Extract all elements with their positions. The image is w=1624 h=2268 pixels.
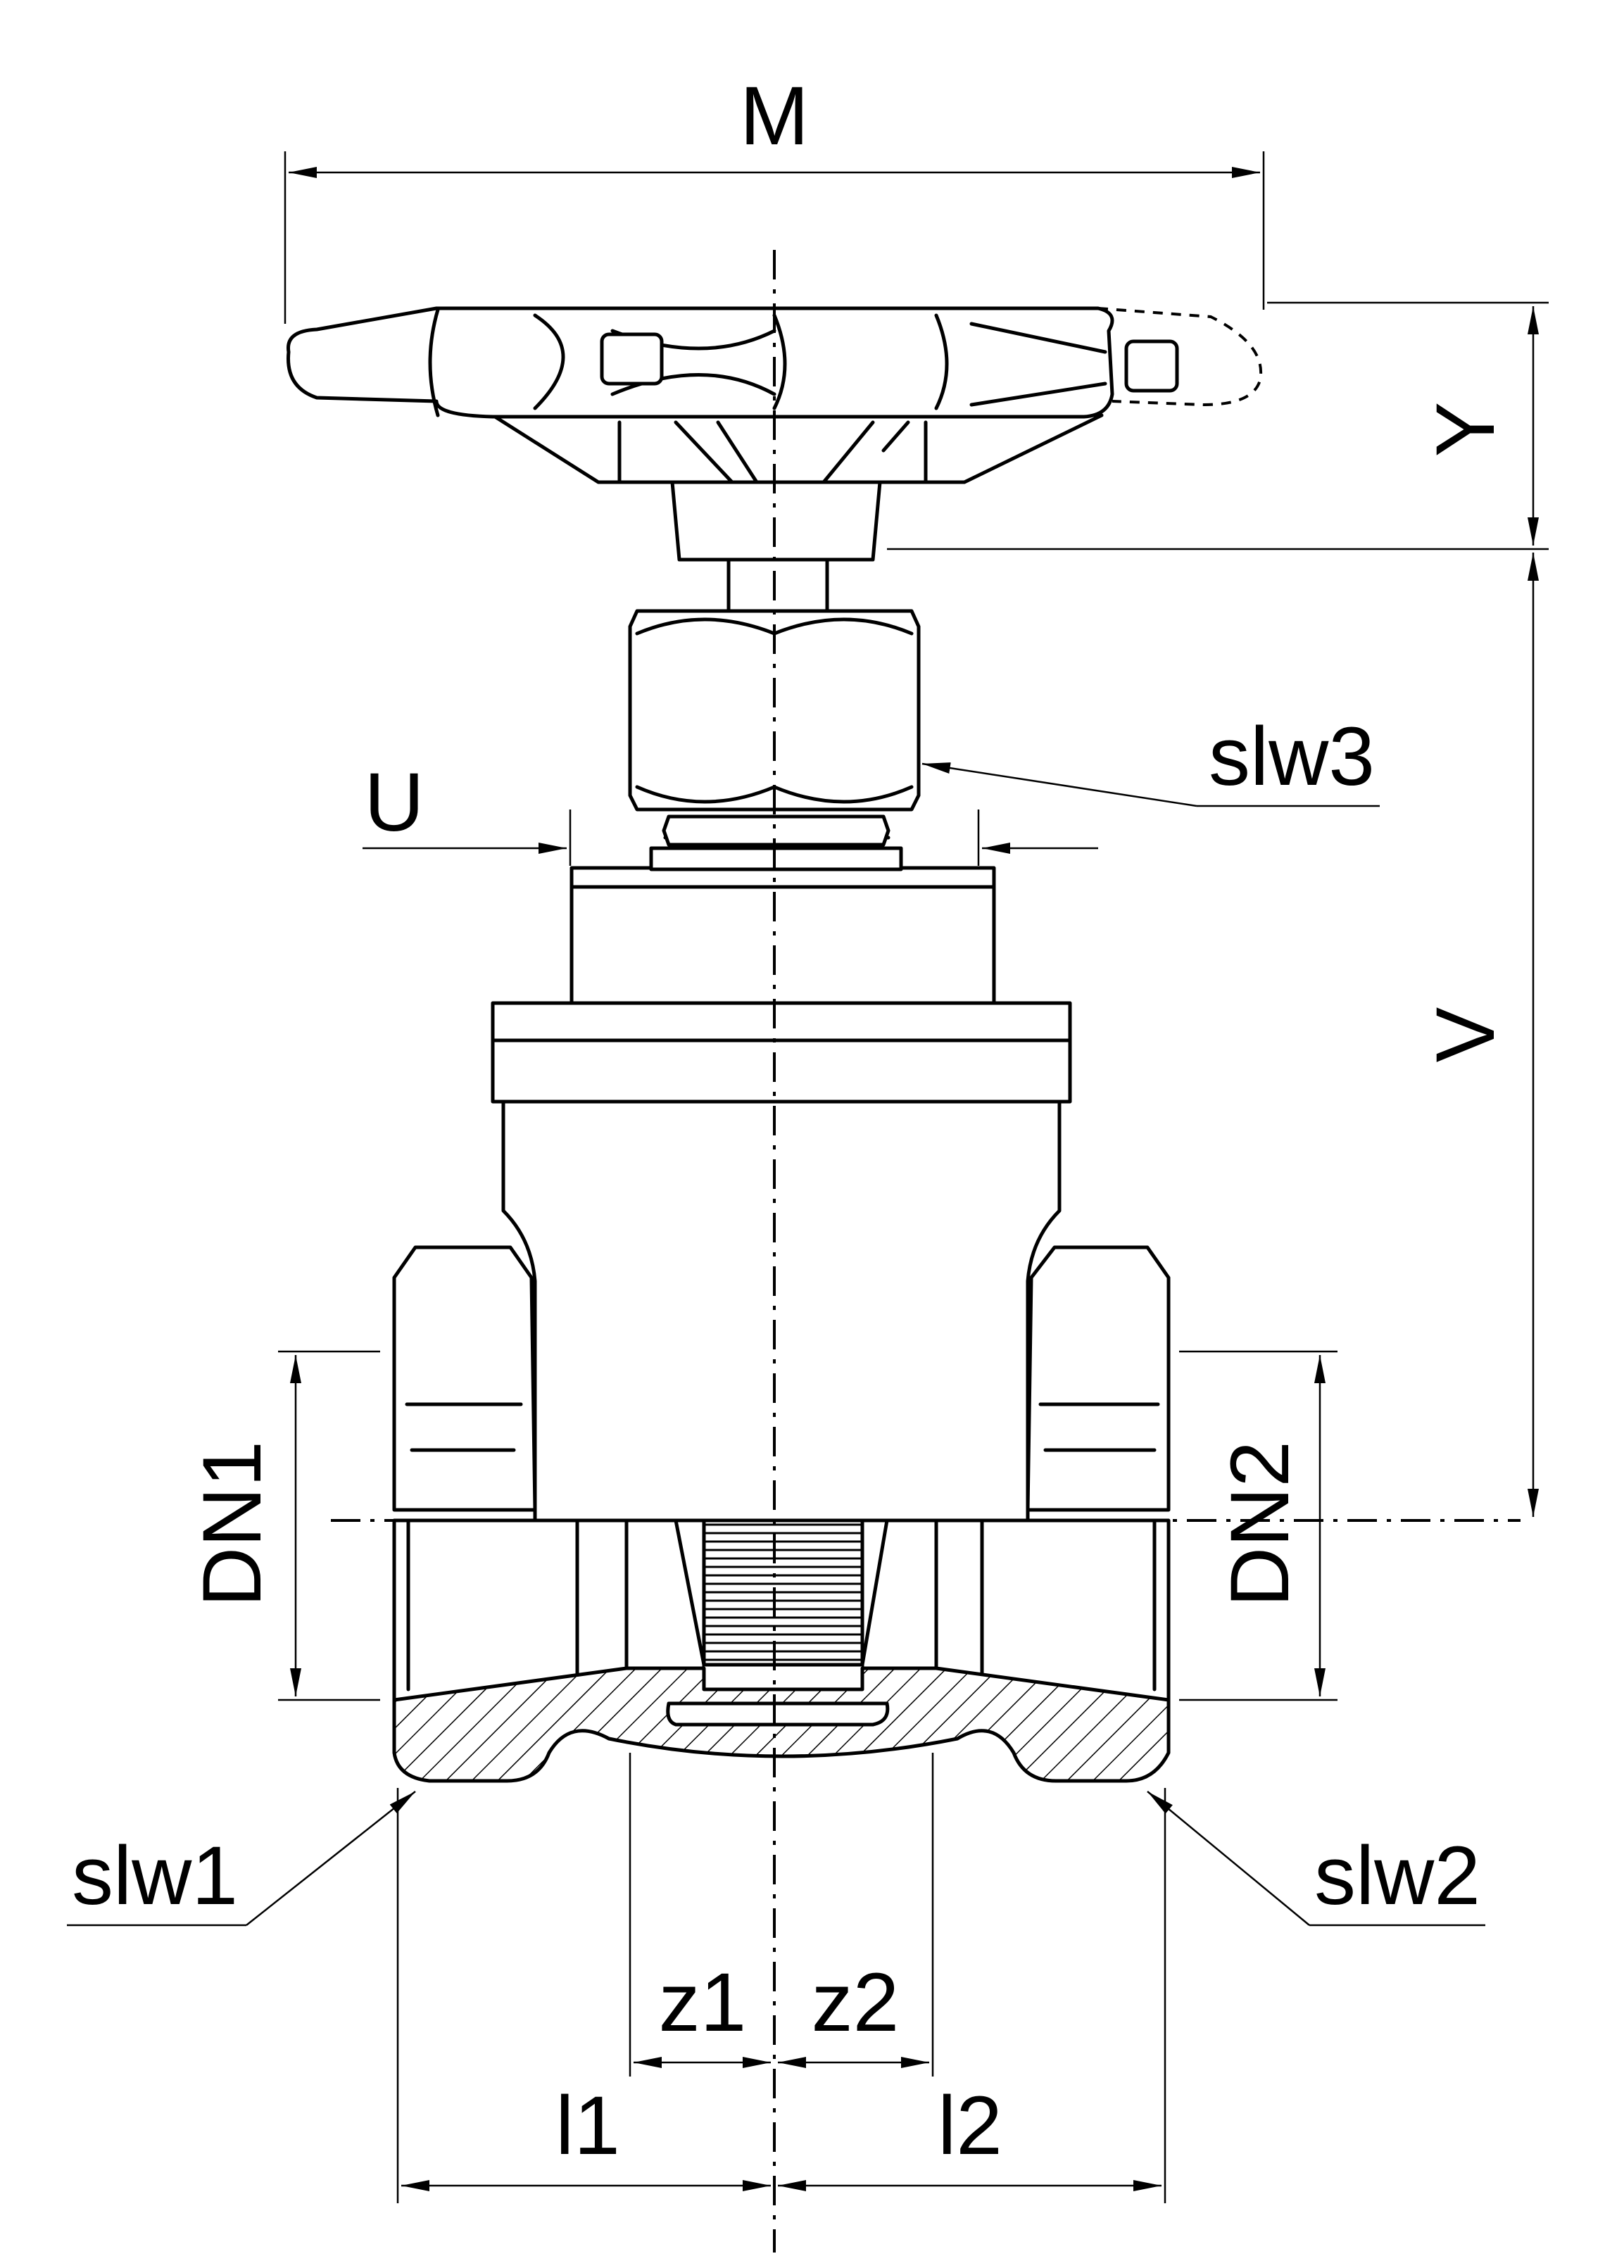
label-dn2: DN2: [1214, 1441, 1307, 1607]
dimension-z: z1 z2: [629, 1753, 934, 2077]
label-dn1: DN1: [186, 1441, 279, 1607]
label-y: Y: [1419, 402, 1512, 458]
label-l1: l1: [555, 2079, 620, 2172]
leader-slw1: slw1: [67, 1791, 416, 1927]
valve-section: [392, 1518, 1171, 1783]
dimension-l: l1 l2: [396, 1788, 1166, 2203]
label-z1: z1: [659, 1956, 747, 2049]
leader-slw2: slw2: [1147, 1791, 1485, 1927]
label-slw2: slw2: [1314, 1829, 1480, 1922]
dimension-y: Y: [887, 301, 1549, 550]
dimension-m: M: [284, 70, 1265, 324]
label-u: U: [364, 756, 424, 849]
label-m: M: [740, 70, 809, 163]
handwheel: [287, 306, 1263, 562]
label-z2: z2: [812, 1956, 900, 2049]
dimension-dn1: DN1: [186, 1350, 380, 1701]
label-v: V: [1419, 1007, 1512, 1062]
dimension-dn2: DN2: [1179, 1350, 1337, 1701]
label-slw3: slw3: [1209, 710, 1375, 803]
dimension-v: V: [1419, 553, 1539, 1517]
dimension-u: U: [363, 756, 1098, 866]
label-slw1: slw1: [72, 1829, 238, 1922]
label-l2: l2: [938, 2079, 1002, 2172]
leader-slw3: slw3: [921, 710, 1380, 807]
valve-body: [392, 554, 1171, 1523]
